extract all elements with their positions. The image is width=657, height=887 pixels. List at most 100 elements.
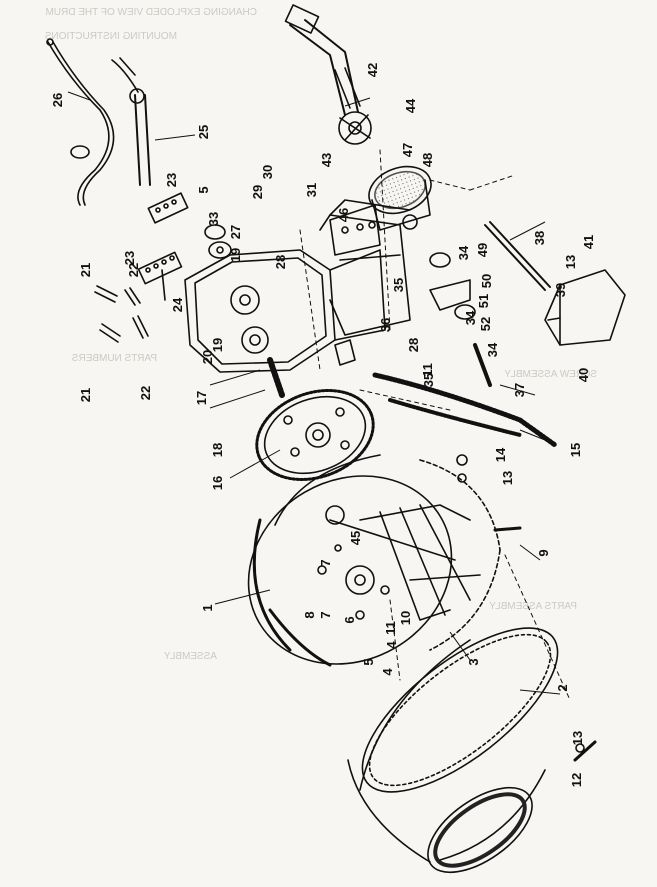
callout-label-4: 4 [380, 668, 395, 676]
callout-label-28: 28 [406, 338, 421, 352]
callout-label-23: 23 [164, 173, 179, 187]
callout-label-24: 24 [170, 297, 185, 312]
callout-label-16: 16 [210, 476, 225, 490]
callout-label-22: 22 [126, 263, 141, 277]
pin-24 [161, 269, 166, 301]
callout-label-30: 30 [260, 165, 275, 179]
callout-label-48: 48 [420, 153, 435, 167]
bearing-34-mid [454, 304, 476, 320]
callout-label-9: 9 [536, 549, 551, 556]
callout-label-4: 4 [384, 641, 399, 649]
pin-21a [94, 285, 118, 303]
callout-label-21: 21 [78, 263, 93, 277]
perforated-plate-lower [137, 251, 183, 285]
callout-label-35: 35 [391, 278, 406, 292]
callout-label-41: 41 [581, 235, 596, 249]
callout-label-12: 12 [569, 773, 584, 787]
callout-label-37: 37 [512, 383, 527, 397]
callout-label-5: 5 [196, 186, 211, 193]
washer-13-mid [457, 473, 467, 483]
callout-label-3: 3 [466, 658, 481, 665]
callout-label-49: 49 [475, 243, 490, 257]
drum-shell [247, 454, 501, 667]
callout-label-26: 26 [50, 93, 65, 107]
callout-label-43: 43 [319, 153, 334, 167]
callout-label-44: 44 [403, 98, 418, 113]
callout-label-13: 13 [563, 255, 578, 269]
tie-rod-edge [489, 221, 551, 288]
callout-label-47: 47 [400, 143, 415, 157]
drum-bracket [329, 504, 481, 621]
plate-50 [429, 279, 471, 311]
callout-label-7: 7 [318, 611, 333, 618]
drive-shaft [284, 4, 372, 145]
callout-label-5: 5 [361, 658, 376, 665]
callout-label-2: 2 [555, 684, 570, 691]
drum-bowl [347, 627, 559, 874]
callout-label-8: 8 [302, 611, 317, 618]
bolt-9 [493, 526, 522, 532]
drive-chain [372, 372, 558, 448]
callout-label-11: 11 [420, 363, 435, 377]
callout-label-28: 28 [273, 255, 288, 269]
callout-label-40: 40 [576, 368, 591, 382]
callout-label-13: 13 [570, 731, 585, 745]
washer-13-lower [575, 743, 585, 753]
assembly-guide-lines [299, 149, 571, 701]
callout-label-50: 50 [479, 274, 494, 288]
bearing-34-upper [429, 252, 451, 268]
callout-label-1: 1 [200, 604, 215, 611]
callout-label-34: 34 [485, 342, 500, 357]
callout-label-18: 18 [210, 443, 225, 457]
pin-22b [132, 315, 149, 339]
side-bracket [544, 269, 626, 346]
callout-label-21: 21 [78, 388, 93, 402]
callout-label-6: 6 [342, 616, 357, 623]
callout-label-13: 13 [500, 471, 515, 485]
callout-label-11: 11 [383, 621, 398, 635]
callout-label-14: 14 [493, 447, 508, 462]
washer-33 [204, 224, 226, 240]
callout-label-23: 23 [122, 251, 137, 265]
callout-label-36: 36 [378, 318, 393, 332]
callout-label-52: 52 [478, 317, 493, 331]
callout-label-38: 38 [532, 231, 547, 245]
callout-label-19: 19 [210, 338, 225, 352]
lever-rod [111, 57, 151, 186]
nut-14 [456, 454, 468, 466]
callout-label-25: 25 [196, 125, 211, 139]
drive-chain-small [267, 357, 285, 398]
control-cable [46, 38, 115, 206]
callout-label-7: 7 [318, 559, 333, 566]
callout-label-20: 20 [200, 350, 215, 364]
bearing-19-upper-hub [216, 246, 224, 254]
bearing-19-upper [208, 241, 232, 259]
callout-label-29: 29 [250, 185, 265, 199]
callout-label-27: 27 [228, 225, 243, 239]
callout-label-45: 45 [348, 531, 363, 545]
callout-label-10: 10 [398, 611, 413, 625]
tie-rod [484, 224, 546, 291]
callout-label-39: 39 [553, 283, 568, 297]
callout-label-51: 51 [476, 294, 491, 308]
drive-chain-lower [388, 398, 522, 437]
callout-label-22: 22 [138, 386, 153, 400]
perforated-plate-upper [147, 192, 189, 224]
callout-label-35: 35 [421, 373, 436, 387]
callout-label-33: 33 [206, 212, 221, 226]
callout-label-42: 42 [365, 63, 380, 77]
gearbox-housing [184, 249, 386, 373]
tensioner-bracket [329, 204, 381, 256]
callout-label-34: 34 [456, 245, 471, 260]
callout-label-34: 34 [463, 310, 478, 325]
leader-lines [67, 91, 561, 695]
callout-label-19: 19 [228, 248, 243, 262]
bolt-37 [473, 343, 492, 387]
bolt-12 [573, 740, 597, 762]
callout-label-31: 31 [304, 183, 319, 197]
drive-sprocket [255, 389, 375, 481]
electric-motor [368, 165, 432, 231]
callout-label-46: 46 [336, 208, 351, 222]
